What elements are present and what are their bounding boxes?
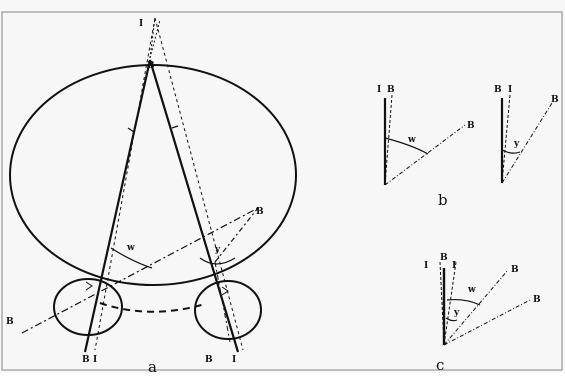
- label-bottom-left-I: I: [93, 355, 97, 365]
- angle-arc-y: [199, 257, 236, 265]
- c-label-I1: I: [424, 261, 428, 271]
- c-label-w: w: [467, 285, 476, 295]
- b1-label-Be: B: [467, 121, 475, 131]
- visual-axis-left: [83, 59, 152, 353]
- dashed-chord: [99, 302, 206, 313]
- b1-label-w: w: [407, 135, 416, 145]
- c-label-B: B: [440, 253, 448, 263]
- c-dashdot-1: [443, 269, 509, 346]
- visual-axis-right: [148, 59, 240, 353]
- label-B-left: B: [6, 317, 14, 327]
- dashdot-line-short: [214, 207, 259, 263]
- b2-label-B2: B: [551, 95, 559, 105]
- figure-frame: [1, 11, 563, 371]
- panel-label-b: b: [438, 191, 448, 209]
- notch-right: [221, 286, 229, 296]
- b2-label-y: y: [513, 139, 520, 149]
- b2-label-I: I: [508, 85, 512, 95]
- panel-label-c: c: [436, 356, 444, 373]
- panel-b-left: [383, 94, 466, 186]
- b2-arc: [501, 149, 521, 154]
- tick-right: [171, 125, 179, 129]
- b2-label-B: B: [494, 85, 502, 95]
- c-arc-y: [445, 317, 458, 322]
- head-outline: [9, 64, 297, 286]
- label-B-top: B: [147, 61, 155, 71]
- c-dashdot-2: [443, 299, 531, 346]
- right-eye: [194, 280, 262, 340]
- b1-arc: [384, 137, 429, 155]
- label-B-right: B: [256, 207, 264, 217]
- b1-label-B: B: [387, 85, 395, 95]
- c-label-I2: I: [452, 261, 456, 271]
- dotted-visual-line-left: [94, 17, 156, 351]
- label-bottom-left-B: B: [82, 355, 90, 365]
- c-dotted-1: [439, 261, 445, 346]
- b1-dotted: [384, 94, 393, 186]
- panel-label-a: a: [148, 358, 157, 373]
- panel-a: [9, 17, 297, 353]
- label-y-main: y: [214, 245, 221, 255]
- dotted-visual-line-right: [154, 17, 244, 351]
- axis-extension-right: [149, 19, 161, 59]
- dashdot-line-down: [214, 261, 231, 343]
- c-dotted-2: [443, 261, 457, 346]
- panel-c: [439, 261, 531, 346]
- b1-label-I: I: [377, 85, 381, 95]
- label-bottom-right-B: B: [205, 355, 213, 365]
- angle-arc-w: [110, 247, 153, 269]
- c-label-y: y: [453, 308, 460, 318]
- c-arc-w: [446, 298, 481, 306]
- b2-dashdot: [501, 102, 553, 184]
- notch-left: [85, 281, 93, 291]
- c-label-B3: B: [511, 265, 519, 275]
- panel-b-right: [500, 94, 553, 184]
- label-w-main: w: [126, 243, 135, 253]
- tick-left: [127, 127, 135, 133]
- label-I: I: [139, 19, 143, 29]
- c-label-B4: B: [533, 295, 541, 305]
- b1-dashdot: [384, 124, 466, 186]
- label-bottom-right-I: I: [232, 355, 236, 365]
- b2-dotted: [501, 94, 511, 184]
